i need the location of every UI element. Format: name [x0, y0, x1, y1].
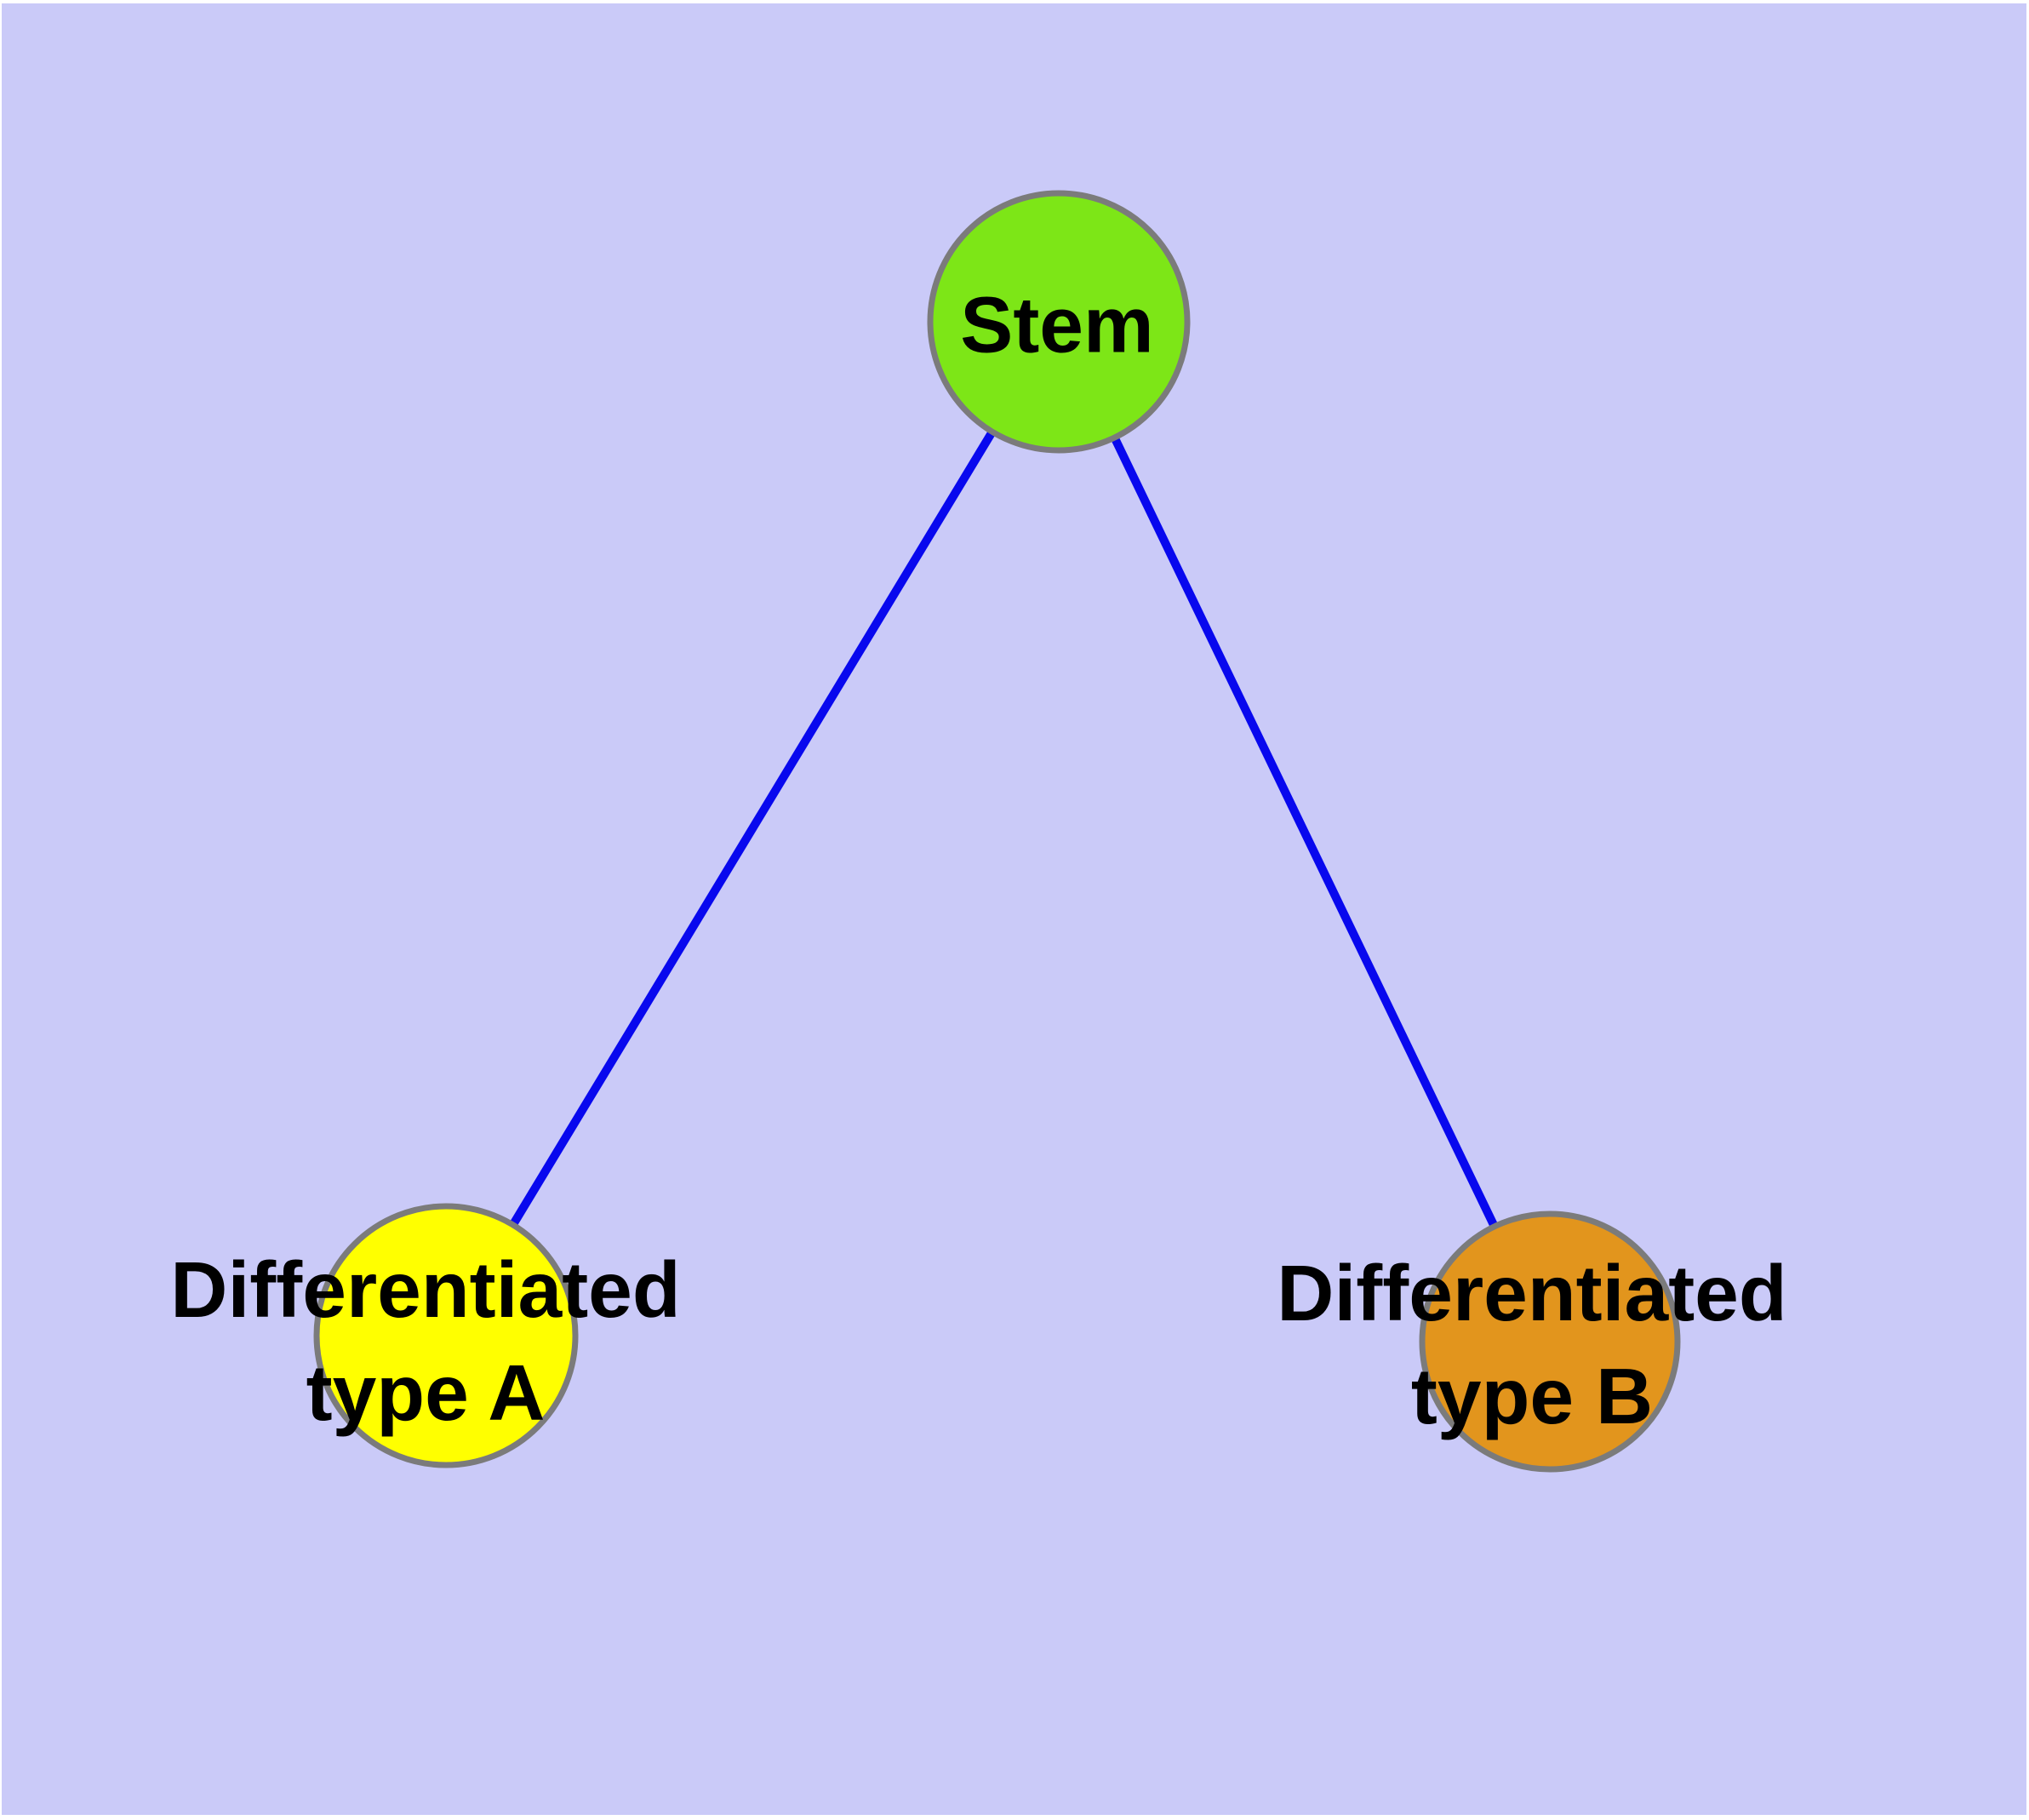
graph-canvas: Stem Differentiated type A Differentiate…: [2, 3, 2026, 1815]
graph-svg: [313, 190, 1681, 1473]
edge-stem-to-type-a: [442, 319, 1063, 1338]
node-differentiated-type-b: [1419, 1210, 1681, 1473]
edge-stem-to-type-b: [1055, 319, 1554, 1344]
node-stem: [927, 190, 1191, 454]
node-differentiated-type-a: [313, 1203, 579, 1468]
